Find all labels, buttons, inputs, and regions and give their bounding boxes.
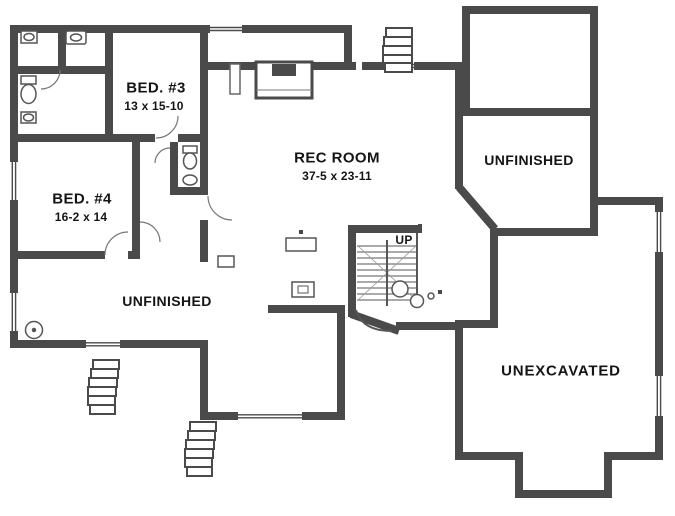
fireplace-icon bbox=[229, 60, 314, 100]
stairs-up-label: UP bbox=[395, 233, 413, 247]
bath-fixtures bbox=[20, 30, 198, 186]
door-swings bbox=[40, 69, 233, 256]
rec-room-furniture-icons bbox=[217, 237, 317, 298]
diagonal-walls bbox=[349, 184, 499, 335]
room-label-unexcavated: UNEXCAVATED bbox=[501, 362, 621, 380]
windows bbox=[9, 24, 664, 421]
room-label-unfinished-right: UNFINISHED bbox=[484, 152, 574, 168]
exterior-stairs-top-icon bbox=[382, 27, 413, 73]
exterior-stairs-bottom-left-icon bbox=[87, 359, 120, 415]
room-label-rec-room: REC ROOM bbox=[294, 149, 380, 167]
walls bbox=[10, 6, 663, 498]
room-label-bed4: BED. #4 bbox=[52, 190, 112, 208]
room-dims-rec-room: 37-5 x 23-11 bbox=[302, 169, 372, 183]
room-label-bed3: BED. #3 bbox=[126, 79, 186, 97]
exterior-stairs-bottom-center-icon bbox=[184, 421, 217, 477]
room-label-unfinished-left: UNFINISHED bbox=[122, 293, 212, 309]
utility-tanks-icon bbox=[24, 280, 435, 340]
room-dims-bed4: 16-2 x 14 bbox=[54, 210, 108, 224]
room-dims-bed3: 13 x 15-10 bbox=[124, 99, 184, 113]
